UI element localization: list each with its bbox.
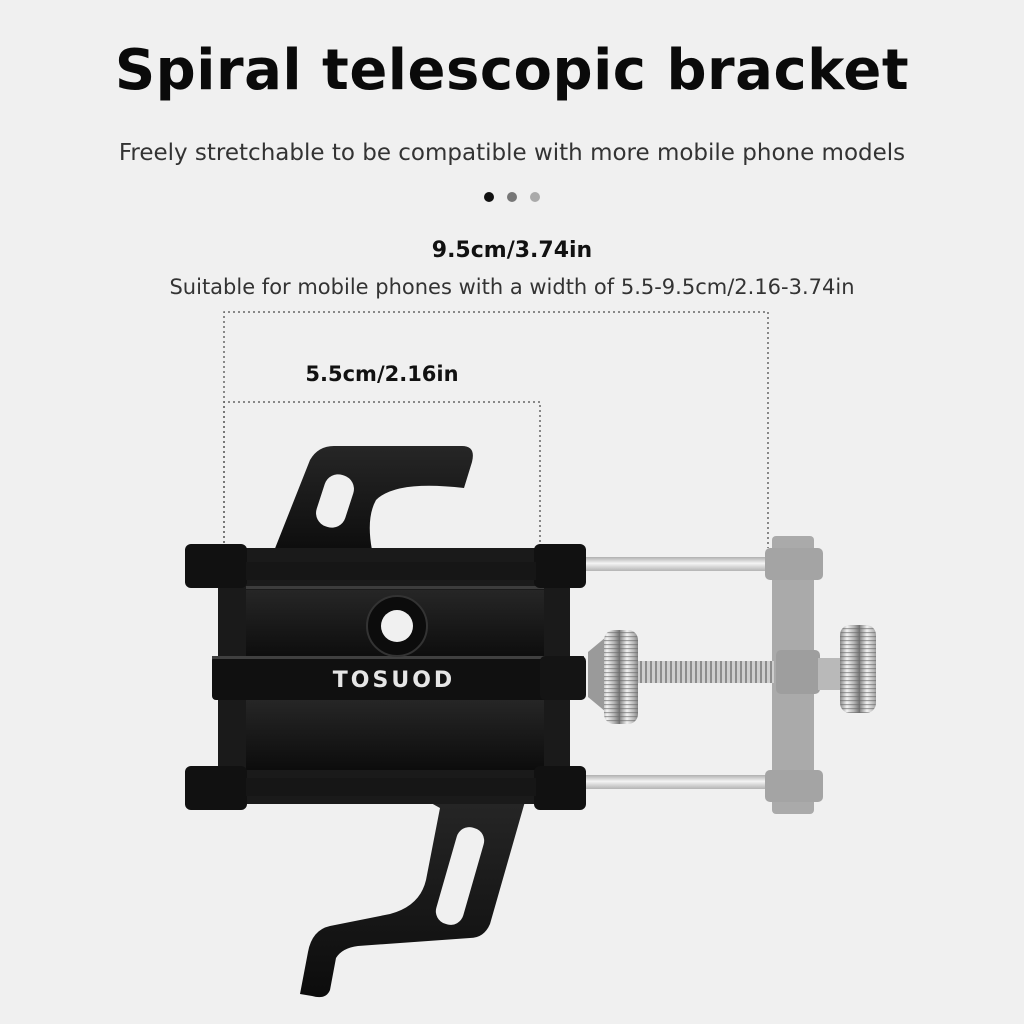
carousel-dot-3[interactable]: [530, 192, 540, 202]
extended-clamp-ghost: [585, 536, 876, 814]
telescopic-screw[interactable]: [588, 630, 774, 724]
compatibility-description: Suitable for mobile phones with a width …: [169, 275, 855, 299]
max-width-label: 9.5cm/3.74in: [431, 238, 593, 263]
page-subtitle: Freely stretchable to be compatible with…: [118, 140, 906, 166]
clamp-body: TOSUOD: [185, 544, 586, 810]
carousel-dot-1[interactable]: [484, 192, 494, 202]
min-width-label: 5.5cm/2.16in: [305, 362, 459, 386]
lower-arm: [300, 798, 526, 998]
carousel-dots: [0, 192, 1024, 202]
carousel-dot-2[interactable]: [507, 192, 517, 202]
brand-logo: TOSUOD: [333, 668, 455, 693]
min-width-guide: [223, 401, 541, 548]
page-title: Spiral telescopic bracket: [114, 38, 910, 103]
upper-arm: [272, 446, 473, 556]
